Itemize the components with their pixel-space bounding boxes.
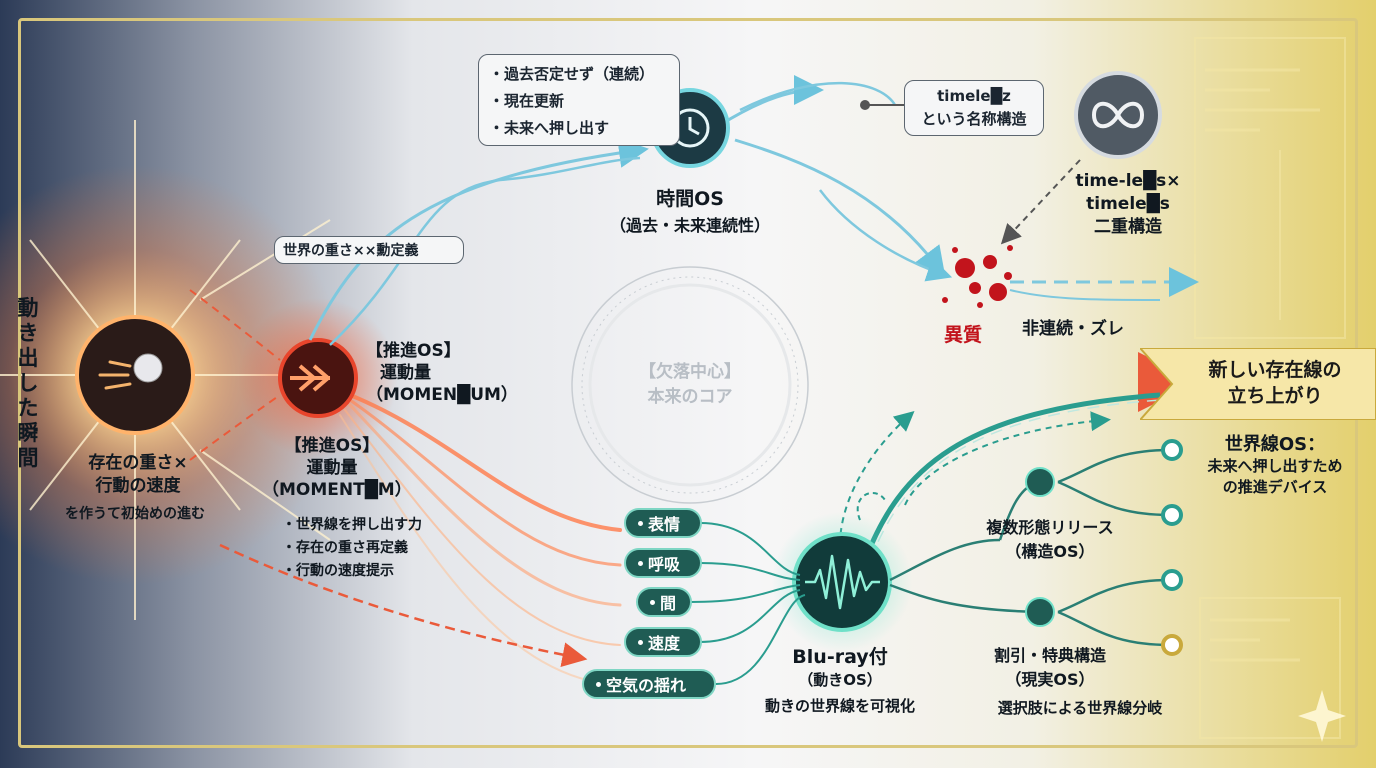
- bluray-subtitle: （動きOS）: [798, 671, 882, 689]
- world-line-os-title: 世界線OS：: [1224, 434, 1326, 455]
- branch-lines: [889, 448, 1171, 647]
- timeless-box-line: という名称構造: [921, 110, 1027, 128]
- leaf-node: [1161, 439, 1183, 461]
- chevron-forward-icon: [290, 364, 330, 392]
- bullet-dot-icon: [638, 639, 643, 645]
- momentum-bottom-line: 【推進OS】: [284, 436, 380, 456]
- momentum-top-line: （MOMEN█UM）: [366, 385, 518, 405]
- timeless-double-line: 二重構造: [1094, 217, 1162, 237]
- new-existence-banner: [1140, 348, 1376, 420]
- missing-center-label: 【欠落中心】 本来のコア: [600, 360, 780, 410]
- discount-desc: 選択肢による世界線分岐: [997, 699, 1163, 717]
- past-box-item: ・過去否定せず（連続）: [489, 65, 655, 83]
- center-line: 本来のコア: [647, 387, 733, 407]
- momentum-top-label: 【推進OS】 運動量 （MOMEN█UM）: [366, 340, 518, 406]
- bullet-dot-icon: [650, 599, 655, 605]
- vertical-label: 動き出した瞬間: [17, 296, 39, 470]
- left-title-line: 行動の速度: [95, 476, 181, 496]
- timeless-double-line: timele█s: [1086, 194, 1170, 214]
- discount-line: 割引・特典構造: [993, 646, 1106, 665]
- discontinuity-label: 非連続・ズレ: [1022, 319, 1124, 339]
- timeless-double-line: time-le█s×: [1075, 171, 1181, 191]
- momentum-top-line: 【推進OS】: [366, 341, 461, 361]
- multi-release-line: 複数形態リリース: [986, 518, 1114, 537]
- banner-line: 新しい存在線の: [1208, 359, 1342, 381]
- speed-lines-icon: [98, 360, 132, 390]
- center-void-rings: [571, 266, 809, 504]
- left-title-line: 存在の重さ×: [88, 453, 188, 473]
- infinity-icon: [1091, 101, 1145, 129]
- blue-streams: [308, 75, 1199, 346]
- momentum-top-line: 運動量: [380, 363, 431, 383]
- time-os-subtitle: （過去・未来連続性）: [609, 216, 770, 235]
- red-dashed-arrow: [219, 543, 588, 668]
- momentum-bullet: ・行動の速度提示: [282, 563, 394, 579]
- past-box-text: 過去否定せず（連続）: [504, 65, 655, 83]
- pill-label: 表情: [648, 515, 681, 534]
- center-line: 【欠落中心】: [639, 362, 741, 382]
- pill-label: 呼吸: [648, 555, 681, 574]
- leaf-node: [1161, 569, 1183, 591]
- pill-label: 間: [660, 594, 677, 613]
- branch-node: [1025, 597, 1055, 627]
- pill-label: 速度: [648, 634, 681, 653]
- past-box-item: ・未来へ押し出す: [489, 119, 610, 137]
- left-subtitle: を作うて初始めの進む: [65, 506, 205, 522]
- bluray-desc: 動きの世界線を可視化: [764, 697, 915, 715]
- momentum-bottom-label: 【推進OS】 運動量 （MOMENT█M）: [262, 435, 412, 501]
- leaf-node: [1161, 634, 1183, 656]
- pill-air-sway: 空気の揺れ: [582, 669, 716, 699]
- world-line-os-desc: 未来へ押し出すため の推進デバイス: [1190, 456, 1360, 498]
- sparkle-icon: [1298, 690, 1346, 742]
- anomaly-splatter-icon: [942, 245, 1013, 308]
- momentum-origin-node: [75, 315, 195, 435]
- pill-label: 空気の揺れ: [606, 676, 687, 695]
- bullet-dot-icon: [638, 520, 643, 526]
- left-title: 存在の重さ× 行動の速度: [58, 452, 218, 498]
- gold-document-panels: [1194, 37, 1346, 739]
- multi-release-label: 複数形態リリース （構造OS）: [970, 516, 1130, 564]
- branch-node: [1025, 467, 1055, 497]
- momentum-bottom-line: 運動量: [306, 458, 358, 478]
- bluray-title: Blu-ray付: [792, 646, 888, 668]
- past-box-item: ・現在更新: [489, 92, 565, 110]
- bullet-dot-icon: [596, 681, 601, 687]
- past-box-text: 現在更新: [504, 92, 565, 110]
- world-line-os-line: 未来へ押し出すため: [1207, 457, 1343, 475]
- momentum-bullet: ・存在の重さ再定義: [282, 540, 408, 556]
- sphere-icon: [133, 353, 163, 383]
- leaf-node: [1161, 504, 1183, 526]
- world-line-os-line: の推進デバイス: [1222, 478, 1328, 496]
- momentum-bullet-text: 存在の重さ再定義: [296, 540, 408, 556]
- banner-line: 立ち上がり: [1227, 385, 1323, 407]
- discount-label: 割引・特典構造 （現実OS）: [970, 644, 1130, 692]
- bluray-node: [792, 532, 892, 632]
- bullet-dot-icon: [638, 560, 643, 566]
- momentum-bullets: ・世界線を押し出す力 ・存在の重さ再定義 ・行動の速度提示: [282, 514, 422, 583]
- multi-release-line: （構造OS）: [1005, 542, 1095, 561]
- momentum-bottom-line: （MOMENT█M）: [262, 480, 412, 500]
- anomaly-label: 異質: [944, 324, 983, 346]
- banner-text: 新しい存在線の 立ち上がり: [1180, 357, 1370, 409]
- discount-line: （現実OS）: [1005, 670, 1095, 689]
- infinity-to-anomaly-arrow: [1000, 159, 1081, 245]
- timeless-double-structure: time-le█s× timele█s 二重構造: [1058, 170, 1198, 239]
- waveform-icon: [805, 554, 880, 610]
- pill-connectors: [689, 522, 806, 685]
- pill-speed: 速度: [624, 627, 702, 657]
- momentum-bullet: ・世界線を押し出す力: [282, 517, 422, 533]
- time-os-title: 時間OS: [656, 188, 724, 210]
- momentum-bullet-text: 行動の速度提示: [296, 563, 394, 579]
- timeless-box-line: timele█z: [937, 87, 1011, 105]
- past-continuity-box: ・過去否定せず（連続） ・現在更新 ・未来へ押し出す: [478, 54, 680, 146]
- world-weight-box: 世界の重さ××勳定義: [274, 236, 464, 264]
- red-streams: [339, 393, 622, 686]
- pill-expression: 表情: [624, 508, 702, 538]
- momentum-bullet-text: 世界線を押し出す力: [296, 517, 422, 533]
- timeless-name-box: timele█z という名称構造: [904, 80, 1044, 136]
- past-box-text: 未来へ押し出す: [504, 119, 610, 137]
- pill-pause: 間: [636, 587, 692, 617]
- pill-breath: 呼吸: [624, 548, 702, 578]
